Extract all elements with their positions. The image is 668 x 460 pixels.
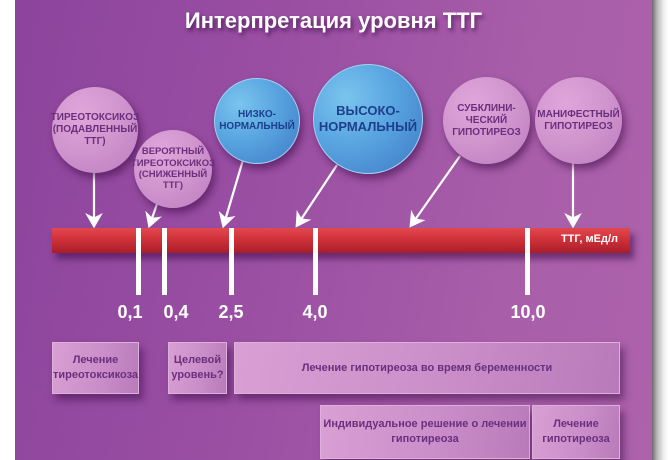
- arrow-subclinical: [409, 155, 461, 228]
- treatment-individual-decision: Индивидуальное решение о лечении гипотир…: [320, 405, 530, 459]
- treatment-thyrotoxicosis: Лечение тиреотоксикоза: [52, 342, 139, 394]
- treatment-target-level: Целевой уровень?: [168, 342, 227, 394]
- page-edge-shadow: [652, 0, 668, 460]
- arrow-low-normal: [218, 159, 245, 229]
- tsh-scale-bar: ТТГ, мЕд/л: [52, 228, 630, 253]
- treatment-hypothyroidism: Лечение гипотиреоза: [532, 405, 620, 459]
- tick-10-0: [525, 228, 530, 295]
- diagram-title: Интерпретация уровня ТТГ: [184, 8, 483, 33]
- tick-label-10-0: 10,0: [510, 302, 546, 322]
- tick-2-5: [229, 228, 234, 295]
- category-manifest-hypothyroidism: МАНИФЕСТНЫЙ ГИПОТИРЕОЗ: [535, 77, 622, 164]
- tick-label-4-0: 4,0: [302, 302, 328, 322]
- category-label: ВЫСОКО- НОРМАЛЬНЫЙ: [318, 103, 418, 134]
- category-high-normal: ВЫСОКО- НОРМАЛЬНЫЙ: [313, 64, 423, 174]
- category-probable-thyrotoxicosis: ВЕРОЯТНЫЙ ТИРЕОТОКСИКОЗ (СНИЖЕННЫЙ ТТГ): [130, 130, 216, 208]
- category-label: СУБКЛИНИ- ЧЕСКИЙ ГИПОТИРЕОЗ: [452, 102, 521, 138]
- scale-unit-label: ТТГ, мЕд/л: [560, 233, 618, 245]
- tick-0-1: [136, 228, 141, 295]
- category-label: ВЕРОЯТНЫЙ ТИРЕОТОКСИКОЗ (СНИЖЕННЫЙ ТТГ): [130, 146, 216, 192]
- treatment-pregnancy-hypothyroidism: Лечение гипотиреоза во время беременност…: [234, 342, 620, 394]
- category-thyrotoxicosis: ТИРЕОТОКСИКОЗ (ПОДАВЛЕННЫЙ ТТГ): [50, 87, 140, 173]
- arrow-high-normal: [295, 164, 338, 228]
- tick-label-0-4: 0,4: [163, 302, 189, 322]
- category-subclinical-hypothyroidism: СУБКЛИНИ- ЧЕСКИЙ ГИПОТИРЕОЗ: [443, 77, 530, 164]
- arrow-probable-thyrotoxicosis: [145, 203, 162, 229]
- tick-label-0-1: 0,1: [117, 302, 143, 322]
- category-label: НИЗКО- НОРМАЛЬНЫЙ: [219, 109, 295, 132]
- category-low-normal: НИЗКО- НОРМАЛЬНЫЙ: [214, 78, 300, 164]
- tick-0-4: [162, 228, 167, 295]
- category-label: МАНИФЕСТНЫЙ ГИПОТИРЕОЗ: [537, 108, 620, 132]
- tick-4-0: [313, 228, 318, 295]
- category-label: ТИРЕОТОКСИКОЗ (ПОДАВЛЕННЫЙ ТТГ): [50, 112, 140, 147]
- tick-label-2-5: 2,5: [218, 302, 244, 322]
